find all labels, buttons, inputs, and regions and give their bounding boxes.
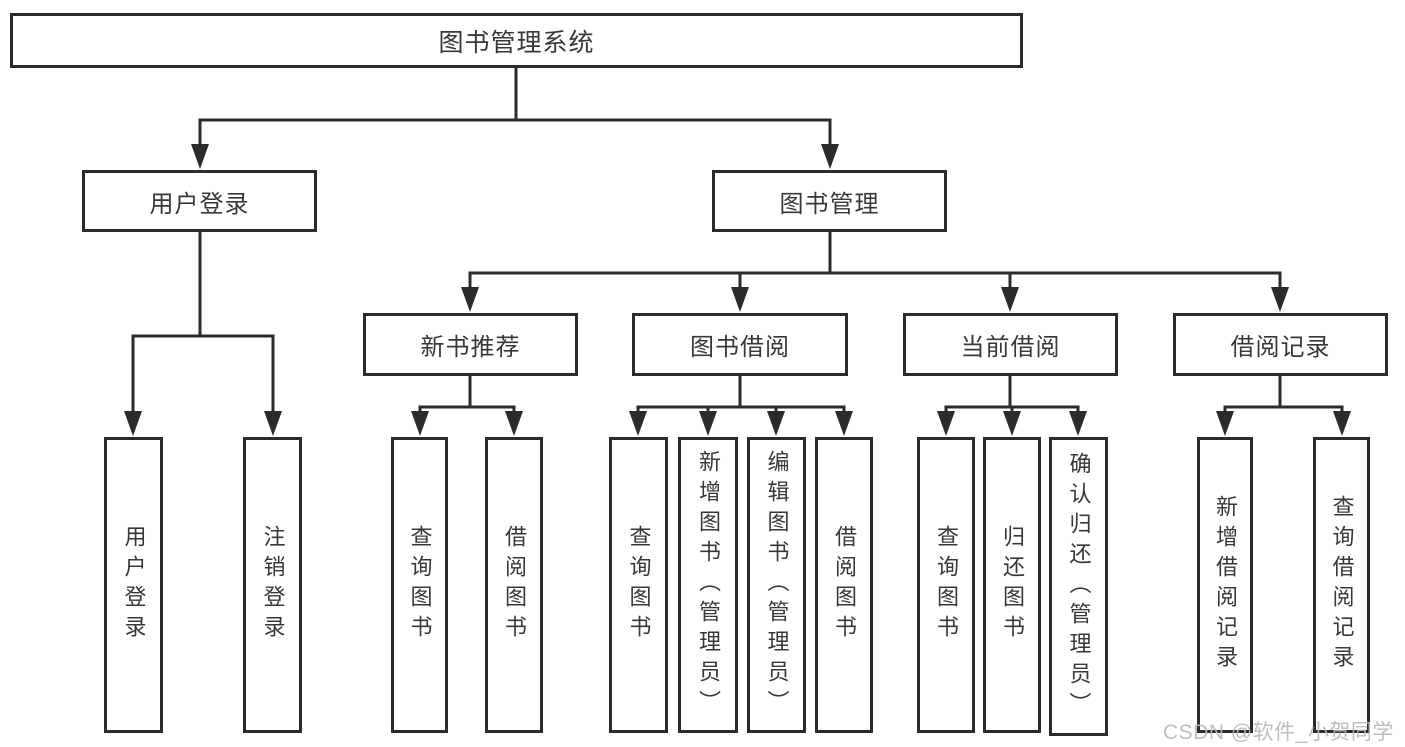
- leaf-logout: 注销登录: [243, 437, 302, 733]
- node-label: 查询图书: [407, 525, 433, 645]
- node-label: 当前借阅: [960, 334, 1061, 361]
- connector-user-login: [131, 230, 275, 418]
- leaf-add-book-admin: 新增图书（管理员）: [678, 437, 738, 733]
- node-label: 图书管理系统: [438, 28, 595, 57]
- leaf-user-login: 用户登录: [104, 437, 163, 733]
- node-label: 借阅图书: [502, 525, 527, 645]
- leaf-return-book: 归还图书: [983, 437, 1041, 733]
- node-borrow-records: 借阅记录: [1173, 313, 1388, 376]
- connector-new-book-recommend: [418, 374, 516, 418]
- arrow-down-icon: [937, 411, 955, 436]
- node-label: 图书管理: [779, 190, 880, 218]
- node-label: 借阅图书: [832, 525, 857, 645]
- leaf-edit-book-admin: 编辑图书（管理员）: [747, 437, 806, 733]
- arrow-down-icon: [629, 411, 647, 436]
- node-label: 编辑图书（管理员）: [764, 450, 790, 720]
- arrow-down-icon: [767, 411, 785, 436]
- leaf-borrow-book: 借阅图书: [815, 437, 873, 733]
- connector-root: [198, 66, 832, 152]
- node-new-book-recommend: 新书推荐: [363, 313, 578, 376]
- leaf-query-borrow-record: 查询借阅记录: [1313, 437, 1370, 733]
- arrow-down-icon: [1001, 287, 1019, 312]
- node-label: 查询借阅记录: [1329, 495, 1355, 675]
- leaf-add-borrow-record: 新增借阅记录: [1197, 437, 1253, 733]
- node-label: 借阅记录: [1230, 334, 1331, 361]
- connector-current-borrow: [944, 374, 1080, 418]
- connector-book-management: [468, 230, 1282, 294]
- node-label: 归还图书: [1000, 525, 1025, 645]
- watermark: CSDN @软件_小贺同学: [1163, 721, 1394, 744]
- node-label: 用户登录: [149, 190, 250, 218]
- leaf-query-book-current: 查询图书: [917, 437, 975, 733]
- node-label: 查询图书: [626, 525, 652, 645]
- node-label: 新增图书（管理员）: [696, 450, 721, 720]
- leaf-query-book-borrow: 查询图书: [609, 437, 668, 733]
- arrow-down-icon: [835, 411, 853, 436]
- arrow-down-icon: [1069, 411, 1087, 436]
- node-library-management-system: 图书管理系统: [10, 13, 1023, 68]
- arrow-down-icon: [1271, 287, 1289, 312]
- node-book-management: 图书管理: [712, 170, 947, 232]
- arrow-down-icon: [411, 411, 429, 436]
- arrow-down-icon: [191, 144, 209, 169]
- leaf-confirm-return-admin: 确认归还（管理员）: [1049, 437, 1108, 736]
- arrow-down-icon: [1003, 411, 1021, 436]
- arrow-down-icon: [699, 411, 717, 436]
- arrow-down-icon: [1216, 411, 1234, 436]
- node-label: 查询图书: [934, 525, 959, 645]
- arrow-down-icon: [505, 411, 523, 436]
- node-book-borrow: 图书借阅: [632, 313, 848, 376]
- arrow-down-icon: [1333, 411, 1351, 436]
- node-label: 注销登录: [260, 525, 286, 645]
- leaf-borrow-book-recommend: 借阅图书: [485, 437, 543, 733]
- arrow-down-icon: [124, 411, 142, 436]
- node-user-login: 用户登录: [82, 170, 317, 232]
- arrow-down-icon: [821, 144, 839, 169]
- connector-borrow-records: [1223, 374, 1344, 418]
- arrow-down-icon: [731, 287, 749, 312]
- node-label: 新书推荐: [420, 334, 521, 361]
- leaf-query-book-recommend: 查询图书: [391, 437, 448, 733]
- node-current-borrow: 当前借阅: [903, 313, 1118, 376]
- node-label: 图书借阅: [690, 334, 790, 361]
- node-label: 新增借阅记录: [1213, 495, 1238, 675]
- arrow-down-icon: [461, 287, 479, 312]
- node-label: 用户登录: [121, 525, 147, 645]
- arrow-down-icon: [264, 411, 282, 436]
- connector-book-borrow: [636, 374, 846, 418]
- node-label: 确认归还（管理员）: [1066, 451, 1092, 722]
